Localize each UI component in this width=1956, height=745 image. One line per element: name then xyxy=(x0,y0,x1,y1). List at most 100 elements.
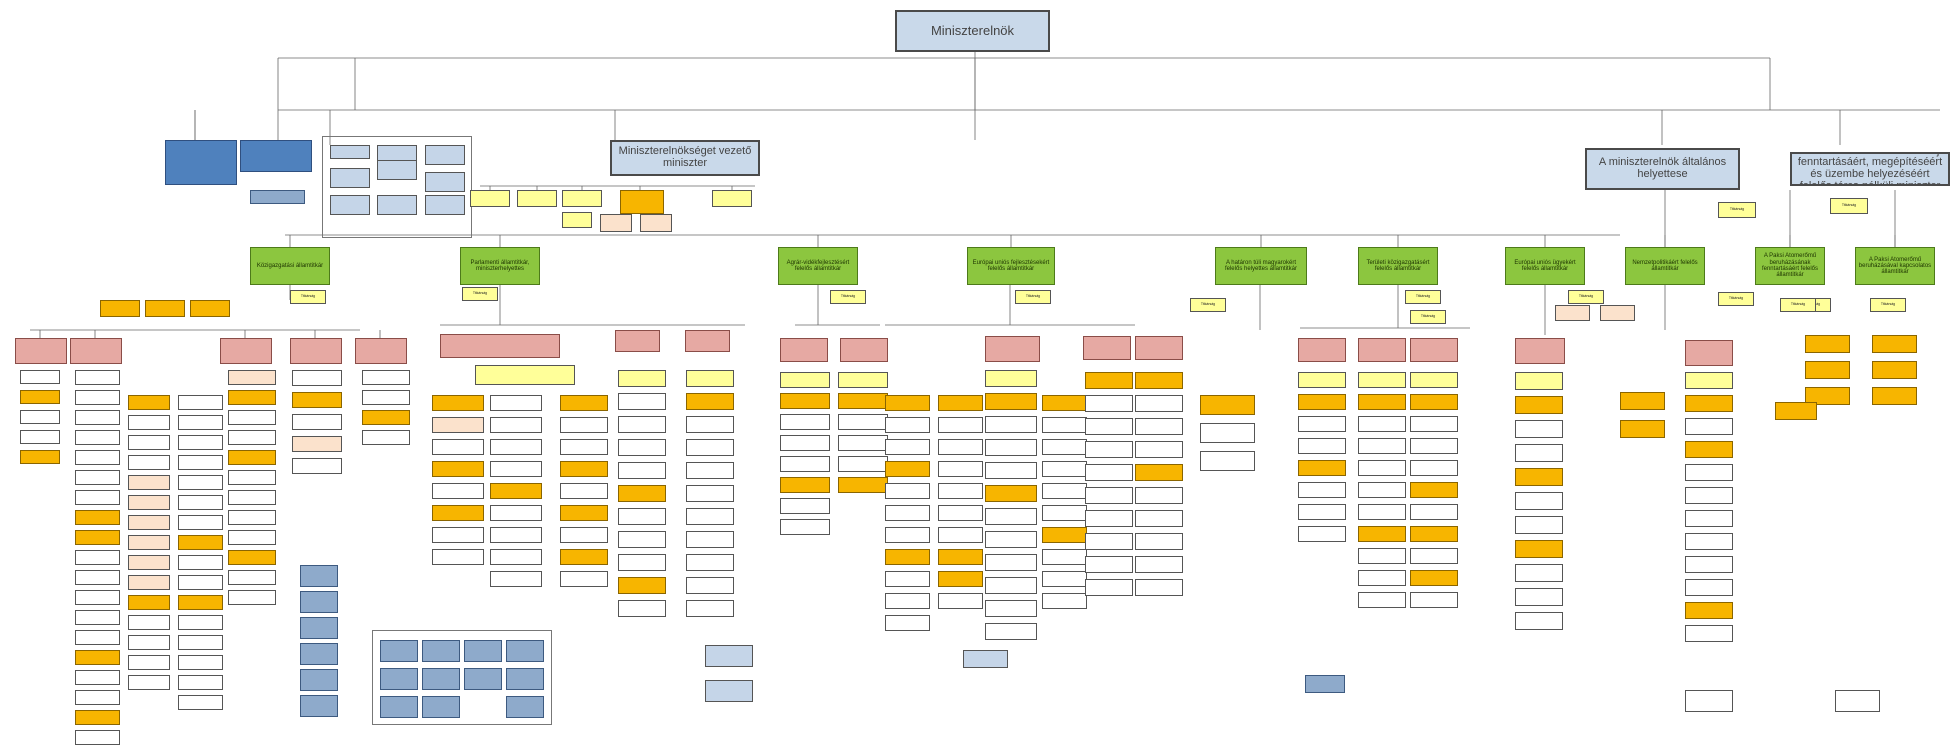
department xyxy=(75,370,120,385)
department xyxy=(1515,588,1563,606)
department xyxy=(1515,468,1563,486)
department xyxy=(1085,556,1133,573)
department xyxy=(75,730,120,745)
department xyxy=(618,416,666,433)
department xyxy=(228,510,276,525)
department xyxy=(178,675,223,690)
department xyxy=(780,477,830,493)
department xyxy=(560,571,608,587)
department xyxy=(75,390,120,405)
department xyxy=(178,615,223,630)
department xyxy=(1298,416,1346,432)
department xyxy=(1685,579,1733,596)
state-secretary: Területi közigazgatásért felelős államti… xyxy=(1358,247,1438,285)
office-unit xyxy=(380,696,418,718)
minister-staff-unit xyxy=(712,190,752,207)
department xyxy=(1685,464,1733,481)
department xyxy=(686,531,734,548)
department xyxy=(1042,395,1087,411)
department xyxy=(1358,592,1406,608)
deputy-secretariat: Titkárság xyxy=(1718,202,1756,218)
secretariat: Titkárság xyxy=(1780,298,1816,312)
department xyxy=(1042,461,1087,477)
department xyxy=(1298,460,1346,476)
department xyxy=(128,415,170,430)
department xyxy=(686,485,734,502)
department xyxy=(985,393,1037,410)
department xyxy=(1515,420,1563,438)
state-secretary: A Paksi Atomerőmű beruházásának fenntart… xyxy=(1755,247,1825,285)
department xyxy=(228,590,276,605)
department xyxy=(885,439,930,455)
office-unit xyxy=(300,617,338,639)
department xyxy=(128,655,170,670)
department xyxy=(362,370,410,385)
department xyxy=(178,515,223,530)
department xyxy=(1042,439,1087,455)
department xyxy=(432,549,484,565)
minister-staff-unit xyxy=(562,212,592,228)
department xyxy=(228,490,276,505)
department xyxy=(780,435,830,451)
department xyxy=(20,390,60,404)
department xyxy=(1042,483,1087,499)
department xyxy=(618,531,666,548)
department xyxy=(128,555,170,570)
department xyxy=(128,475,170,490)
department xyxy=(178,695,223,710)
department xyxy=(1515,396,1563,414)
department xyxy=(75,550,120,565)
department xyxy=(1410,372,1458,388)
department xyxy=(1515,516,1563,534)
department xyxy=(985,577,1037,594)
secretariat: Titkárság xyxy=(1190,298,1226,312)
deputy-state-secretary xyxy=(615,330,660,352)
department xyxy=(1805,361,1850,379)
department xyxy=(885,549,930,565)
deputy-state-secretary xyxy=(840,338,888,362)
department xyxy=(1685,372,1733,389)
department-orange xyxy=(190,300,230,317)
department xyxy=(560,505,608,521)
department xyxy=(490,527,542,543)
department xyxy=(1200,395,1255,415)
department xyxy=(560,395,608,411)
department xyxy=(1410,416,1458,432)
department xyxy=(128,635,170,650)
department xyxy=(618,508,666,525)
department xyxy=(1805,335,1850,353)
department xyxy=(1085,510,1133,527)
department xyxy=(938,571,983,587)
department xyxy=(938,483,983,499)
department xyxy=(618,577,666,594)
department xyxy=(228,410,276,425)
office-unit xyxy=(380,640,418,662)
department xyxy=(938,593,983,609)
deputy-state-secretary xyxy=(1685,340,1733,366)
department xyxy=(618,439,666,456)
department xyxy=(432,483,484,499)
department xyxy=(1042,549,1087,565)
department xyxy=(1135,395,1183,412)
department xyxy=(1600,305,1635,321)
department xyxy=(20,450,60,464)
department xyxy=(1135,487,1183,504)
minister-staff-unit xyxy=(620,190,664,214)
department xyxy=(1872,335,1917,353)
office-unit xyxy=(422,640,460,662)
department xyxy=(228,530,276,545)
department xyxy=(1835,690,1880,712)
department xyxy=(178,495,223,510)
department xyxy=(838,393,888,409)
department xyxy=(1515,372,1563,390)
department xyxy=(1042,527,1087,543)
department xyxy=(432,505,484,521)
department xyxy=(780,414,830,430)
department xyxy=(1042,571,1087,587)
department xyxy=(1685,510,1733,527)
department xyxy=(560,527,608,543)
cabinet-minister: Miniszterelnökséget vezető miniszter xyxy=(610,140,760,176)
department xyxy=(838,435,888,451)
